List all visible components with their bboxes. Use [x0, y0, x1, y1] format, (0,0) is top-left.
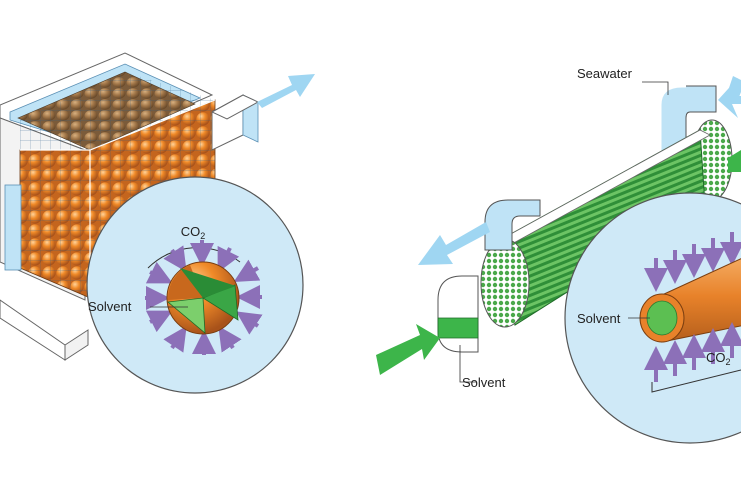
left-co2-label: CO2 — [181, 224, 206, 241]
right-inset-detail: Solvent CO2 — [564, 192, 741, 444]
seawater-label: Seawater — [577, 66, 633, 81]
co2-arrows-top — [644, 232, 741, 292]
solvent-inlet-label: Solvent — [462, 375, 506, 390]
left-tubesheet — [480, 238, 530, 328]
tube-solvent-core — [646, 300, 678, 336]
seawater-outlet-arrow — [418, 222, 490, 265]
co2-arrows — [145, 240, 263, 355]
right-co2-label: CO2 — [706, 350, 731, 367]
left-inset-detail: CO2 Solvent — [86, 176, 304, 394]
seawater-leader — [642, 81, 669, 95]
solvent-inlet-arrow — [376, 324, 440, 375]
absorber-base-side — [64, 329, 89, 361]
left-solvent-label: Solvent — [88, 299, 132, 314]
seawater-outlet-pipe — [484, 199, 541, 251]
co2-bracket — [651, 369, 741, 393]
inset-solvent-label: Solvent — [577, 311, 621, 326]
left-end-cap — [437, 275, 479, 353]
sphere-cutaway — [167, 265, 203, 300]
absorber-base — [0, 299, 66, 361]
tube-exchanger: Seawater Solvent — [376, 66, 741, 390]
seawater-arrow — [718, 78, 741, 118]
solvent-inlet-leader — [459, 345, 476, 383]
solvent-inlet-pipe — [437, 317, 479, 339]
co2-arrows-bottom — [644, 322, 741, 382]
right-green-arrow — [728, 150, 741, 172]
gas-outlet-arrow — [257, 74, 315, 108]
side-water-panel — [4, 184, 22, 271]
